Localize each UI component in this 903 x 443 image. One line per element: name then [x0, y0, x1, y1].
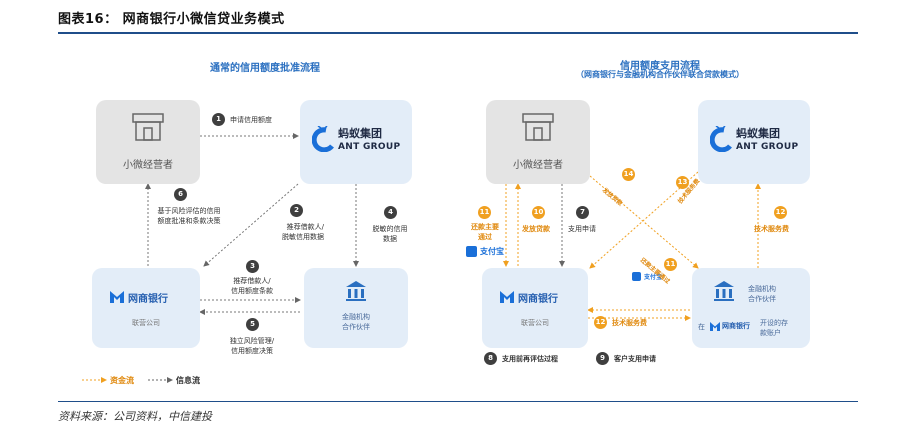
step-12-text: 技术服务费	[612, 319, 647, 327]
bank-building-icon	[346, 281, 366, 301]
step-11-badge: 11	[478, 206, 491, 219]
right-merchant-box: 小微经营者	[486, 100, 590, 184]
left-ant-box: 蚂蚁集团 ANT GROUP	[300, 100, 412, 184]
right-bank-box: 网商银行 联营公司	[482, 268, 588, 348]
mybank-logo-icon	[500, 291, 514, 303]
inst-note-bank: 网商银行	[722, 322, 750, 330]
step-12b-text: 技术服务费	[754, 225, 789, 233]
legend-money-flow: 资金流	[110, 376, 134, 385]
store-icon	[522, 113, 554, 141]
step-1-badge: 1	[212, 113, 225, 126]
bank-sub: 联营公司	[132, 319, 160, 327]
left-merchant-box: 小微经营者	[96, 100, 200, 184]
step-7-text: 支用申请	[568, 225, 596, 233]
figure-title: 图表16： 网商银行小微信贷业务模式	[58, 12, 285, 27]
step-11-text: 还款主要 通过	[471, 223, 499, 241]
step-13-badge: 13	[676, 176, 689, 189]
step-14-badge: 14	[622, 168, 635, 181]
bank-sub: 联营公司	[521, 319, 549, 327]
step-12-badge: 12	[594, 316, 607, 329]
inst-line1: 金融机构	[342, 313, 370, 321]
step-3-badge: 3	[246, 260, 259, 273]
figure-source: 资料来源：公司资料，中信建投	[58, 410, 212, 423]
right-inst-box: 金融机构 合作伙伴 在 网商银行 开设的存 款账户	[692, 268, 810, 348]
mybank-logo-icon	[110, 291, 124, 303]
alipay-label-small: 支付宝	[644, 274, 663, 281]
step-10-badge: 10	[532, 206, 545, 219]
step-1-text: 申请信用额度	[230, 116, 272, 124]
inst-line2: 合作伙伴	[342, 323, 370, 331]
ant-name-en: ANT GROUP	[338, 142, 401, 152]
store-icon	[132, 113, 164, 141]
step-4-text: 脱敏的信用 数据	[372, 225, 408, 243]
right-subtitle-1: 信用额度支用流程	[620, 61, 700, 72]
alipay-label: 支付宝	[480, 247, 504, 256]
ant-logo-icon	[710, 126, 732, 152]
step-5-text: 独立风险管理/ 信用额度决策	[229, 337, 275, 355]
left-subtitle: 通常的信用额度批准流程	[210, 63, 320, 74]
step-4-badge: 4	[384, 206, 397, 219]
step-11b-badge: 11	[664, 258, 677, 271]
step-5-badge: 5	[246, 318, 259, 331]
merchant-label: 小微经营者	[513, 160, 563, 171]
bank-name: 网商银行	[128, 294, 168, 305]
inst-line1: 金融机构	[748, 285, 776, 293]
step-6-text: 基于风险评估的信用 额度批准和条款决策	[157, 207, 221, 225]
step-8-text: 支用前再评估过程	[502, 355, 558, 363]
bottom-divider	[58, 401, 858, 402]
ant-name-cn: 蚂蚁集团	[736, 127, 780, 140]
step-6-badge: 6	[174, 188, 187, 201]
alipay-icon	[632, 272, 641, 281]
step-2-text: 推荐借款人/ 脱敏信用数据	[282, 223, 324, 241]
step-7-badge: 7	[576, 206, 589, 219]
step-9-badge: 9	[596, 352, 609, 365]
bank-building-icon	[714, 281, 734, 301]
right-subtitle-2: （网商银行与金融机构合作伙伴联合贷款模式）	[576, 70, 744, 79]
step-12b-badge: 12	[774, 206, 787, 219]
step-2-badge: 2	[290, 204, 303, 217]
ant-name-cn: 蚂蚁集团	[338, 127, 382, 140]
step-3-text: 推荐借款人/ 信用额度条款	[231, 277, 273, 295]
bank-name: 网商银行	[518, 294, 558, 305]
ant-logo-icon	[312, 126, 334, 152]
top-divider	[58, 32, 858, 34]
mybank-logo-icon	[710, 322, 720, 331]
step-10-text: 发放贷款	[522, 225, 550, 233]
right-ant-box: 蚂蚁集团 ANT GROUP	[698, 100, 810, 184]
inst-line2: 合作伙伴	[748, 295, 776, 303]
left-inst-box: 金融机构 合作伙伴	[304, 268, 408, 348]
legend-info-flow: 信息流	[176, 376, 200, 385]
inst-note-tail: 开设的存 款账户	[760, 319, 788, 337]
merchant-label: 小微经营者	[123, 160, 173, 171]
left-bank-box: 网商银行 联营公司	[92, 268, 200, 348]
alipay-icon	[466, 246, 477, 257]
step-8-badge: 8	[484, 352, 497, 365]
step-9-text: 客户支用申请	[614, 355, 656, 363]
inst-note-prefix: 在	[698, 323, 705, 331]
ant-name-en: ANT GROUP	[736, 142, 799, 152]
